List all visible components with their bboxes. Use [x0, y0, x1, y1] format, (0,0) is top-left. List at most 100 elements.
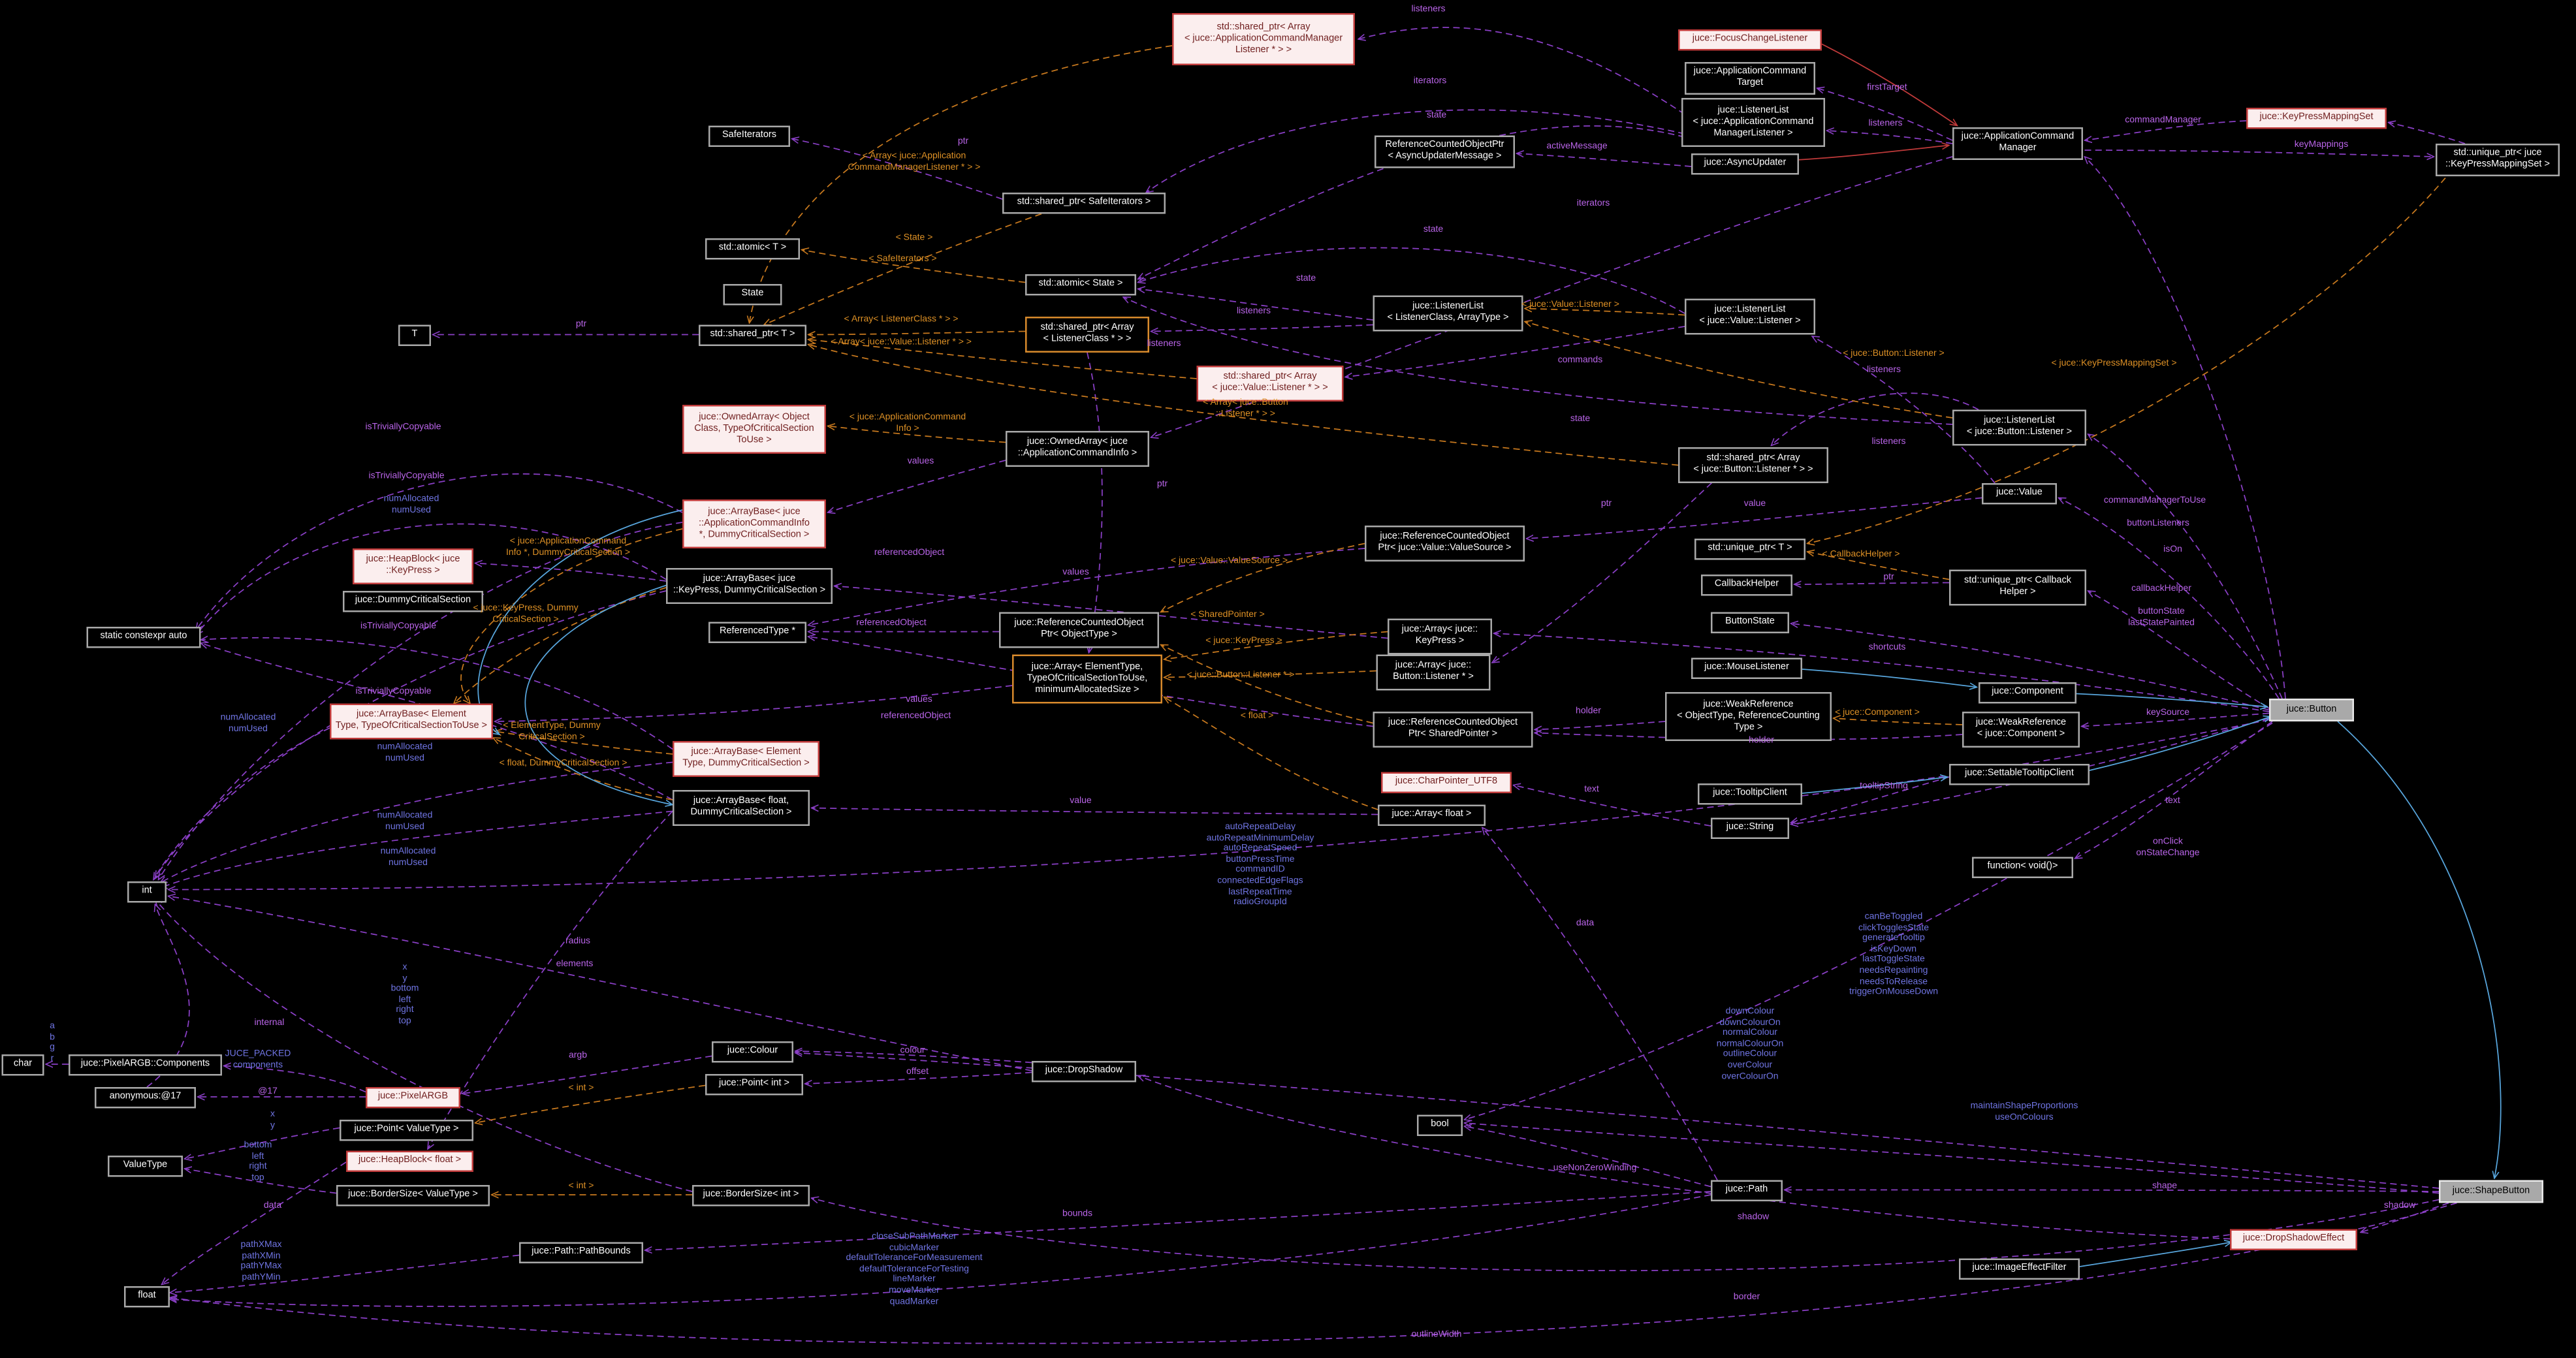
node-listenerlist-generic[interactable]: juce::ListenerList < ListenerClass, Arra…	[1373, 295, 1523, 332]
edge-label: < ElementType, Dummy CriticalSection >	[503, 721, 601, 742]
edge-label: useNonZeroWinding	[1553, 1163, 1637, 1174]
node-pixelargb[interactable]: juce::PixelARGB	[366, 1087, 460, 1109]
node-valuetype[interactable]: ValueType	[108, 1156, 183, 1177]
node-point-int[interactable]: juce::Point< int >	[705, 1074, 803, 1096]
node-shared-array-acm-listener[interactable]: std::shared_ptr< Array < juce::Applicati…	[1172, 13, 1355, 65]
node-settable-tooltip-client[interactable]: juce::SettableTooltipClient	[1949, 764, 2090, 785]
node-mouse-listener[interactable]: juce::MouseListener	[1691, 657, 1802, 679]
node-listenerlist-value-listener[interactable]: juce::ListenerList < juce::Value::Listen…	[1685, 298, 1815, 335]
node-referenced-type[interactable]: ReferencedType *	[708, 622, 806, 643]
node-point-valuetype[interactable]: juce::Point< ValueType >	[340, 1120, 473, 1141]
node-pixelargb-components[interactable]: juce::PixelARGB::Components	[69, 1054, 222, 1076]
node-charpointer-utf8[interactable]: juce::CharPointer_UTF8	[1381, 772, 1512, 793]
node-component[interactable]: juce::Component	[1979, 682, 2076, 704]
edge-label: firstTarget	[1867, 83, 1907, 93]
edge-label: < CallbackHelper >	[1822, 550, 1900, 560]
node-atomic-state[interactable]: std::atomic< State >	[1025, 274, 1136, 296]
node-listenerlist-button-listener[interactable]: juce::ListenerList < juce::Button::Liste…	[1952, 409, 2086, 446]
node-button[interactable]: juce::Button	[2269, 699, 2354, 721]
edge-label: text	[2165, 797, 2180, 806]
node-application-command-target[interactable]: juce::ApplicationCommand Target	[1685, 62, 1815, 95]
node-function-void[interactable]: function< void()>	[1972, 857, 2073, 878]
node-unique-ptr-t[interactable]: std::unique_ptr< T >	[1694, 539, 1805, 560]
node-value[interactable]: juce::Value	[1982, 483, 2057, 505]
edge-label: keyMappings	[2294, 140, 2349, 150]
node-anonymous-17[interactable]: anonymous:@17	[95, 1087, 196, 1109]
node-t[interactable]: T	[398, 324, 431, 346]
node-safe-iterators[interactable]: SafeIterators	[708, 125, 790, 147]
edge-label: radius	[565, 937, 591, 947]
node-unique-ptr-callback-helper[interactable]: std::unique_ptr< Callback Helper >	[1949, 569, 2086, 606]
node-bordersize-valuetype[interactable]: juce::BorderSize< ValueType >	[336, 1185, 490, 1207]
node-shared-ptr-safeiterators[interactable]: std::shared_ptr< SafeIterators >	[1002, 193, 1166, 214]
node-static-constexpr-auto[interactable]: static constexpr auto	[86, 627, 201, 648]
node-rcop-objecttype[interactable]: juce::ReferenceCountedObject Ptr< Object…	[999, 612, 1159, 648]
node-focus-change-listener[interactable]: juce::FocusChangeListener	[1678, 29, 1822, 51]
node-rcop-value-source[interactable]: juce::ReferenceCountedObject Ptr< juce::…	[1365, 526, 1525, 561]
node-int[interactable]: int	[127, 881, 167, 903]
node-weakreference-component[interactable]: juce::WeakReference < juce::Component >	[1962, 712, 2080, 748]
edge-label: state	[1423, 225, 1444, 235]
edge-label: listeners	[1411, 5, 1446, 15]
node-char[interactable]: char	[1, 1054, 44, 1076]
edge-label: shortcuts	[1868, 643, 1906, 653]
node-arraybase-application-command-info[interactable]: juce::ArrayBase< juce ::ApplicationComma…	[682, 499, 826, 548]
edge-label: canBeToggled clickTogglesState generateT…	[1849, 912, 1939, 998]
node-weakreference-generic[interactable]: juce::WeakReference < ObjectType, Refere…	[1665, 692, 1832, 741]
node-unique-ptr-keypress-mapping-set[interactable]: std::unique_ptr< juce ::KeyPressMappingS…	[2436, 144, 2560, 176]
node-path-bounds[interactable]: juce::Path::PathBounds	[519, 1242, 643, 1263]
node-drop-shadow-effect[interactable]: juce::DropShadowEffect	[2230, 1229, 2357, 1250]
edge-label: pathXMax pathXMin pathYMax pathYMin	[240, 1240, 282, 1283]
node-dummy-critical-section[interactable]: juce::DummyCriticalSection	[343, 591, 483, 612]
node-colour[interactable]: juce::Colour	[712, 1041, 793, 1063]
edge-label: < juce::Component >	[1835, 708, 1920, 718]
node-drop-shadow[interactable]: juce::DropShadow	[1032, 1061, 1136, 1082]
edge-label: @17	[258, 1087, 278, 1097]
node-array-generic[interactable]: juce::Array< ElementType, TypeOfCritical…	[1012, 654, 1162, 704]
node-string[interactable]: juce::String	[1711, 817, 1789, 839]
node-image-effect-filter[interactable]: juce::ImageEffectFilter	[1959, 1258, 2080, 1280]
node-heapblock-float[interactable]: juce::HeapBlock< float >	[346, 1150, 473, 1172]
node-owned-array-application-command-info[interactable]: juce::OwnedArray< juce ::ApplicationComm…	[1006, 431, 1149, 467]
node-shared-array-value-listener[interactable]: std::shared_ptr< Array < juce::Value::Li…	[1196, 366, 1344, 402]
node-async-updater[interactable]: juce::AsyncUpdater	[1691, 153, 1799, 175]
node-shared-ptr-t[interactable]: std::shared_ptr< T >	[699, 324, 806, 346]
edge-label: listeners	[1236, 307, 1271, 317]
node-application-command-manager[interactable]: juce::ApplicationCommand Manager	[1952, 127, 2083, 160]
node-arraybase-generic[interactable]: juce::ArrayBase< Element Type, TypeOfCri…	[330, 703, 493, 740]
edge-label: a b g r	[50, 1022, 55, 1064]
node-owned-array-generic[interactable]: juce::OwnedArray< Object Class, TypeOfCr…	[682, 405, 826, 454]
node-path[interactable]: juce::Path	[1711, 1180, 1783, 1201]
edge-label: ptr	[1600, 499, 1612, 509]
node-state[interactable]: State	[723, 284, 782, 306]
node-bordersize-int[interactable]: juce::BorderSize< int >	[692, 1185, 810, 1207]
node-array-button-listener[interactable]: juce::Array< juce:: Button::Listener * >	[1376, 654, 1491, 691]
node-arraybase-elementtype-dcs[interactable]: juce::ArrayBase< Element Type, DummyCrit…	[673, 741, 819, 777]
edge-label: maintainShapeProportions useOnColours	[1970, 1101, 2078, 1122]
edge-label: < Array< juce::Application CommandManage…	[848, 151, 981, 172]
node-arraybase-float[interactable]: juce::ArrayBase< float, DummyCriticalSec…	[673, 790, 810, 826]
node-array-float[interactable]: juce::Array< float >	[1378, 804, 1486, 826]
node-arraybase-keypress[interactable]: juce::ArrayBase< juce ::KeyPress, DummyC…	[666, 568, 833, 604]
edge-label: border	[1733, 1293, 1760, 1303]
edge-label: < juce::Button::Listener * >	[1186, 671, 1295, 681]
node-float[interactable]: float	[124, 1286, 170, 1308]
node-shape-button[interactable]: juce::ShapeButton	[2439, 1180, 2543, 1203]
node-array-keypress[interactable]: juce::Array< juce:: KeyPress >	[1388, 618, 1492, 655]
node-shared-array-listenerclass[interactable]: std::shared_ptr< Array < ListenerClass *…	[1025, 317, 1149, 353]
node-listenerlist-acm-listener[interactable]: juce::ListenerList < juce::ApplicationCo…	[1681, 98, 1825, 147]
node-shared-array-button-listener[interactable]: std::shared_ptr< Array < juce::Button::L…	[1678, 447, 1828, 483]
node-keypress-mapping-set[interactable]: juce::KeyPressMappingSet	[2246, 108, 2387, 129]
node-rcop-sharedpointer[interactable]: juce::ReferenceCountedObject Ptr< Shared…	[1373, 712, 1533, 748]
node-button-state[interactable]: ButtonState	[1711, 612, 1789, 633]
node-callback-helper[interactable]: CallbackHelper	[1701, 575, 1792, 596]
node-bool[interactable]: bool	[1417, 1114, 1463, 1136]
node-rcop-async-updater-message[interactable]: ReferenceCountedObjectPtr < AsyncUpdater…	[1375, 135, 1515, 168]
node-atomic-t[interactable]: std::atomic< T >	[705, 238, 800, 260]
edge-label: ptr	[575, 320, 587, 330]
edge-label: values	[906, 695, 932, 705]
edge-label: JUCE_PACKED components	[225, 1049, 291, 1070]
node-tooltip-client[interactable]: juce::TooltipClient	[1698, 783, 1802, 805]
node-heapblock-keypress[interactable]: juce::HeapBlock< juce ::KeyPress >	[353, 548, 473, 584]
edge-label: buttonState lastStatePainted	[2128, 607, 2195, 628]
